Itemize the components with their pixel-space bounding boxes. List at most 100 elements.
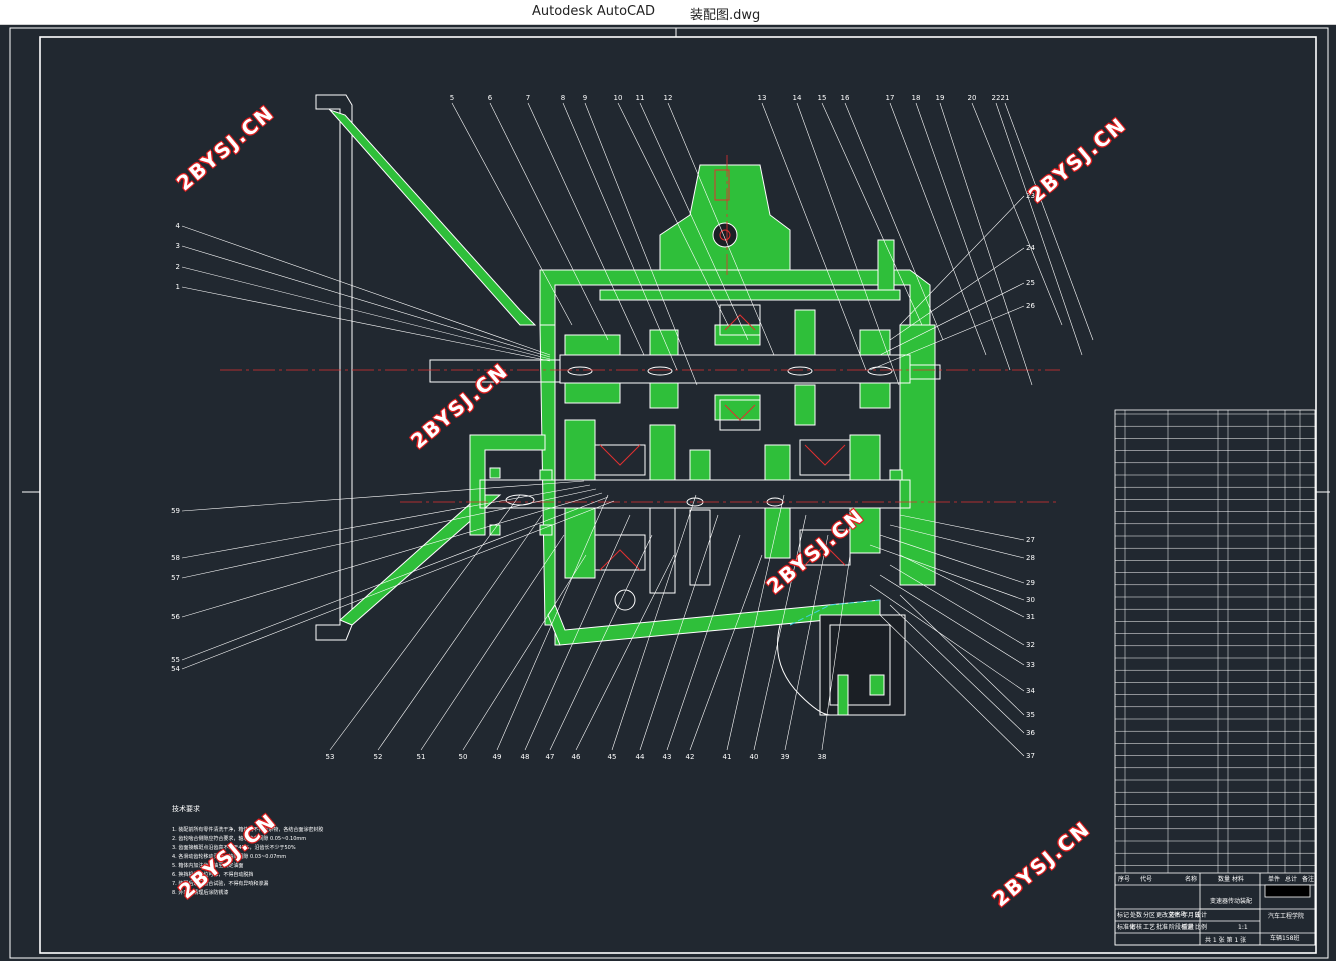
leader-line [753, 514, 807, 751]
leader-line [915, 102, 1011, 371]
title-block-label: 重量 [1182, 923, 1194, 931]
notes-heading: 技术要求 [172, 805, 200, 813]
leader-line [869, 305, 1025, 371]
part-number: 4 [176, 222, 181, 230]
leader-line [617, 102, 729, 326]
leader-line [181, 286, 551, 362]
title-block-header: 备注 [1302, 875, 1314, 883]
leader-line [869, 544, 1025, 601]
leader-line [889, 247, 1025, 341]
part-number: 52 [374, 753, 383, 761]
part-number: 2 [176, 263, 180, 271]
leader-line [181, 484, 591, 559]
title-block-header: 材料 [1232, 875, 1244, 883]
title-block-label: 设计 [1195, 911, 1207, 919]
leader-line [639, 514, 719, 751]
part-number: 57 [171, 574, 180, 582]
title-block-label: 标记 [1117, 911, 1129, 919]
part-number: 20 [968, 94, 977, 102]
part-number: 13 [758, 94, 767, 102]
leader-line [821, 554, 851, 751]
part-number: 47 [546, 753, 555, 761]
window-title-bar: Autodesk AutoCAD 装配图.dwg [0, 0, 1336, 25]
part-number: 12 [664, 94, 673, 102]
leader-line [666, 534, 741, 751]
leader-line [689, 554, 763, 751]
leader-line [639, 102, 749, 341]
part-number: 37 [1026, 752, 1035, 760]
part-number: 44 [636, 753, 645, 761]
leader-line [899, 195, 1025, 326]
leader-line [549, 534, 653, 751]
leader-line [899, 594, 1025, 716]
leader-line [1004, 102, 1094, 341]
part-number: 40 [750, 753, 759, 761]
leader-line [889, 604, 1025, 734]
part-number: 36 [1026, 729, 1035, 737]
title-block-header: 总计 [1285, 875, 1297, 883]
part-number: 8 [561, 94, 565, 102]
parts-list [1115, 410, 1315, 873]
drawing-number: 车辆158班 [1270, 934, 1299, 942]
part-number: 19 [936, 94, 945, 102]
leader-line [844, 102, 944, 341]
leader-line [524, 514, 631, 751]
part-number: 29 [1026, 579, 1035, 587]
part-number: 56 [171, 613, 180, 621]
leader-line [869, 584, 1025, 692]
part-number: 18 [912, 94, 921, 102]
part-number: 49 [493, 753, 502, 761]
part-number: 23 [1026, 192, 1035, 200]
leader-line [879, 614, 1025, 757]
part-number: 59 [171, 507, 180, 515]
part-number: 6 [488, 94, 493, 102]
notes-line: 7. 装配后进行磨合试验，不得有异响和渗漏 [172, 881, 269, 887]
bell-housing [315, 94, 537, 641]
synchronizers [599, 169, 846, 611]
leader-line [181, 266, 551, 360]
part-number: 45 [608, 753, 617, 761]
part-number: 33 [1026, 661, 1035, 669]
leader-line [420, 534, 565, 751]
leader-line [879, 534, 1025, 584]
leader-line [879, 574, 1025, 666]
part-number: 28 [1026, 554, 1035, 562]
leader-line [899, 514, 1025, 541]
notes-line: 2. 齿轮啮合侧隙应符合要求，轴承轴向间隙 0.05~0.10mm [172, 836, 307, 842]
app-title: Autodesk AutoCAD [532, 4, 656, 19]
part-number: 9 [583, 94, 587, 102]
notes-line: 8. 外表面清理后涂防锈漆 [172, 890, 229, 896]
title-block-header: 代号 [1140, 875, 1152, 883]
part-number: 1 [176, 283, 180, 291]
part-number: 5 [450, 94, 454, 102]
part-number: 16 [841, 94, 850, 102]
notes-line: 6. 换挡机构定位可靠，不得自动脱挡 [172, 872, 254, 878]
assembly-name: 变速器传动装配 [1210, 897, 1252, 905]
title-block-label: 工艺 [1143, 923, 1155, 931]
part-number: 22 [992, 94, 1001, 102]
scale-value: 1:1 [1238, 924, 1248, 931]
leader-line [879, 282, 1025, 356]
leader-line [726, 494, 785, 751]
title-block-label: 阶段标记 [1169, 923, 1193, 931]
leader-line [821, 102, 923, 326]
leader-line [995, 102, 1083, 356]
leader-line [611, 494, 697, 751]
leader-line [562, 102, 678, 371]
part-number: 46 [572, 753, 581, 761]
leader-line [329, 494, 521, 751]
leader-line [889, 102, 987, 356]
leader-line [971, 102, 1063, 326]
part-number: 38 [818, 753, 827, 761]
leader-line [181, 492, 603, 618]
leader-line [939, 102, 1033, 386]
leader-line [889, 524, 1025, 559]
oil-line [789, 599, 881, 626]
sheet-number: 共 1 张 第 1 张 [1205, 936, 1246, 944]
leader-line [784, 534, 829, 751]
assembly-drawing: 5678910111213141516171819202122432159585… [9, 27, 1330, 959]
part-number: 24 [1026, 244, 1035, 252]
